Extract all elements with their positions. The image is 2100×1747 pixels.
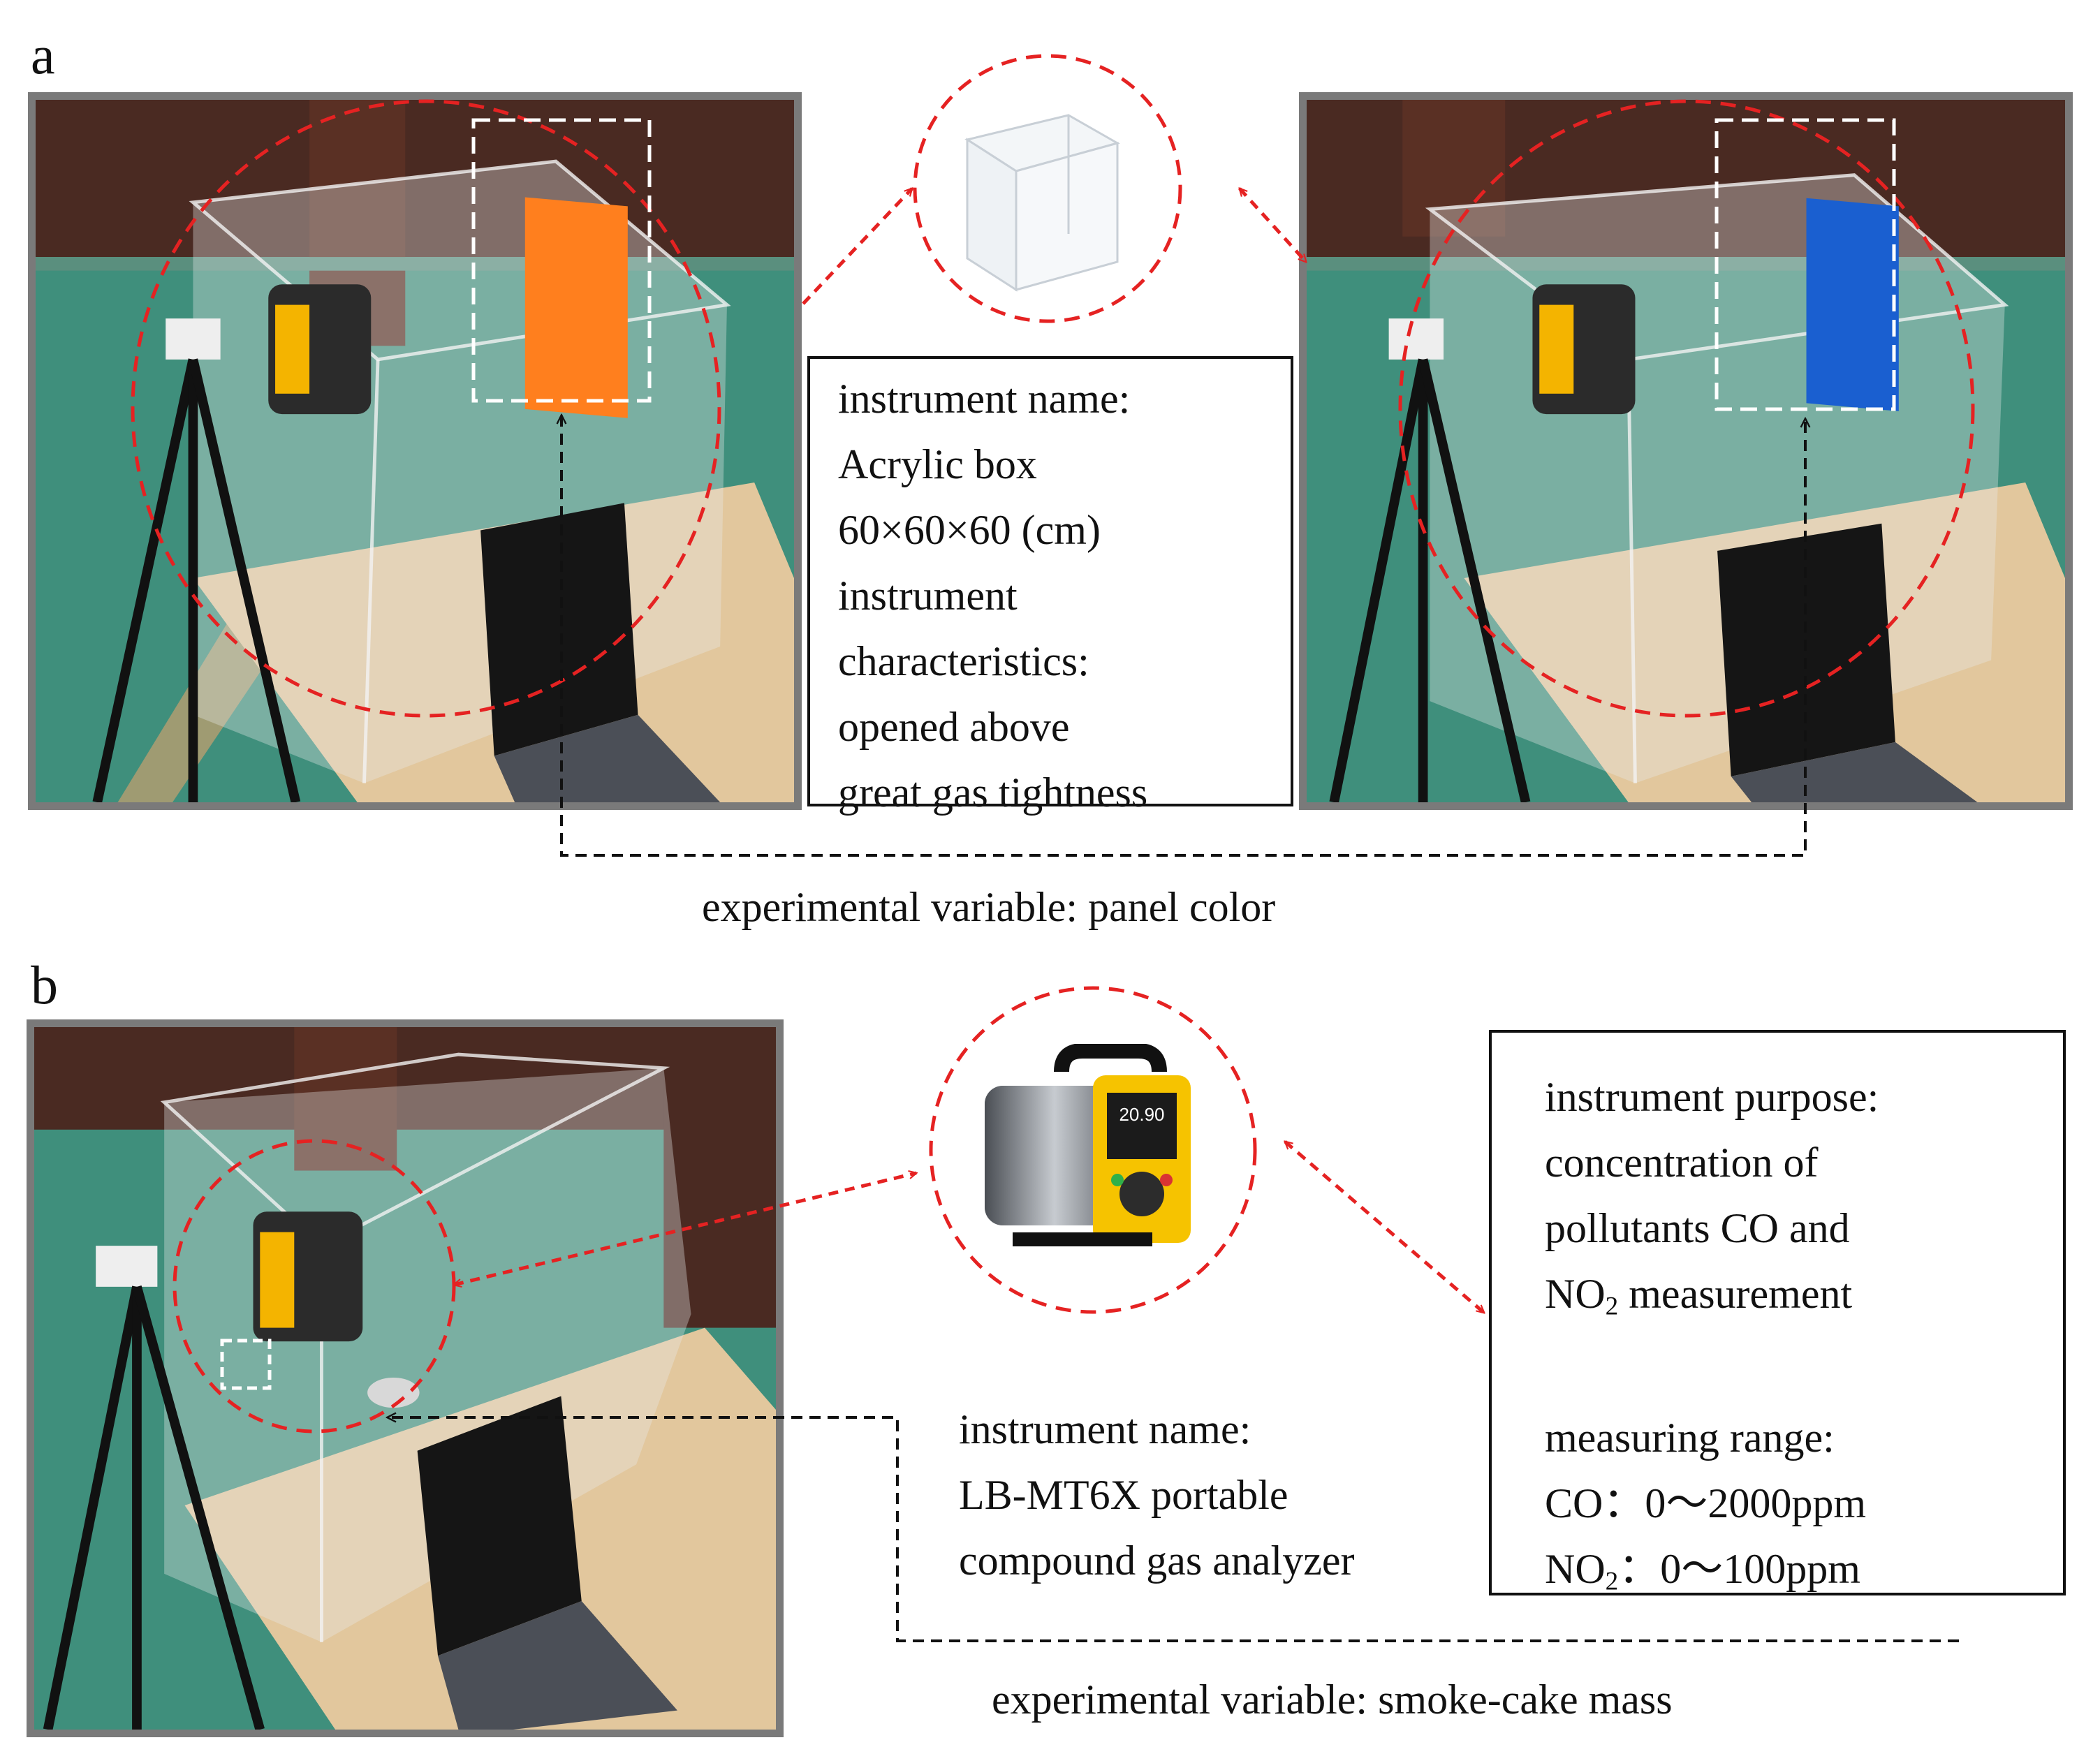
acrylic-cube-illustration (964, 114, 1120, 292)
analyzer-name-line: LB-MT6X portable (959, 1472, 1288, 1518)
no2-range-text: ：0～100ppm (1618, 1546, 1860, 1593)
purpose-line-no2-measurement: NO2 measurement (1545, 1261, 2063, 1339)
arrow-cube-to-right-box (1240, 189, 1306, 262)
box-info-line: Acrylic box (838, 441, 1037, 487)
purpose-line: instrument purpose: (1545, 1074, 1879, 1120)
purpose-line: measuring range: (1545, 1415, 1835, 1461)
purpose-line-co-range: CO：0～2000ppm (1545, 1480, 1867, 1527)
analyzer-name-text: instrument name: LB-MT6X portable compou… (959, 1396, 1354, 1593)
purpose-line: concentration of (1545, 1140, 1819, 1186)
photo-acrylic-box-orange-panel (28, 92, 802, 810)
analyzer-name-line: compound gas analyzer (959, 1538, 1355, 1584)
photo-gas-analyzer-setup (27, 1019, 784, 1737)
panel-a-caption: experimental variable: panel color (702, 884, 1276, 930)
purpose-line: pollutants CO and (1545, 1205, 1850, 1251)
lab-scene-analyzer (34, 1027, 776, 1730)
arrow-illustration-to-purpose (1285, 1142, 1484, 1313)
acrylic-box-info-box: instrument name: Acrylic box 60×60×60 (c… (807, 356, 1293, 816)
analyzer-name-line: instrument name: (959, 1406, 1251, 1452)
circle-acrylic-cube (913, 54, 1182, 323)
analyzer-display-value: 20.90 (1119, 1104, 1164, 1125)
box-info-line: great gas tightness (838, 769, 1148, 816)
panel-a-label: a (31, 24, 55, 85)
no2-subscript: 2 (1605, 1567, 1619, 1596)
purpose-line-no2-range: NO2：0～100ppm (1545, 1536, 2063, 1614)
box-info-line: instrument (838, 573, 1018, 619)
orange-panel (524, 197, 628, 418)
lab-scene-blue (1307, 100, 2065, 802)
panel-b-label: b (31, 954, 58, 1015)
gas-analyzer-illustration: 20.90 (971, 1043, 1201, 1253)
no2-subscript: 2 (1605, 1292, 1619, 1321)
box-info-line: characteristics: (838, 638, 1089, 684)
photo-acrylic-box-blue-panel (1299, 92, 2073, 810)
no2-symbol: NO (1545, 1271, 1606, 1317)
box-info-line: 60×60×60 (cm) (838, 507, 1101, 553)
blue-panel (1806, 198, 1899, 411)
measurement-text: measurement (1618, 1271, 1853, 1317)
box-info-line: instrument name: (838, 376, 1131, 422)
lab-scene-orange (36, 100, 794, 802)
panel-b-caption: experimental variable: smoke-cake mass (992, 1676, 1673, 1723)
arrow-box-to-cube (802, 189, 912, 305)
no2-symbol: NO (1545, 1546, 1606, 1593)
purpose-spacer (1545, 1339, 2063, 1405)
box-info-line: opened above (838, 704, 1070, 750)
analyzer-purpose-box: instrument purpose: concentration of pol… (1489, 1030, 2066, 1596)
